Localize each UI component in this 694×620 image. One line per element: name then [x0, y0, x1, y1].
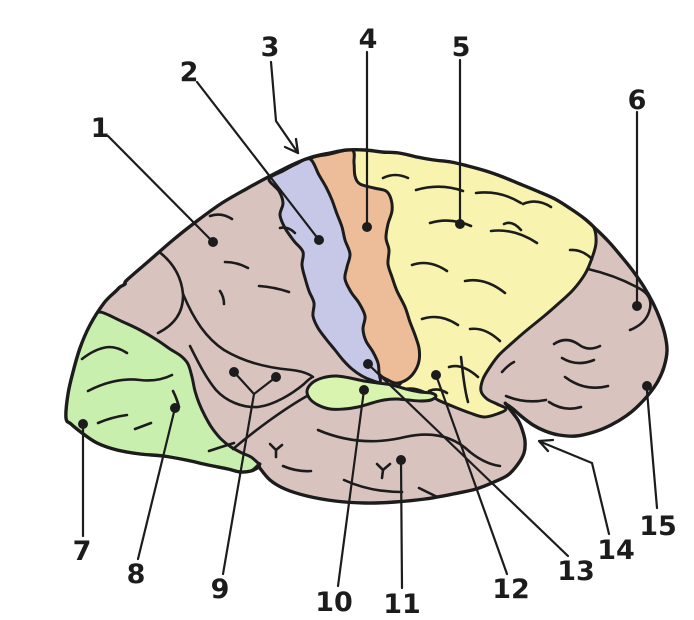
sulcus-line-20 [420, 315, 460, 327]
label-4: 4 [359, 24, 378, 55]
sulcus-line-2 [181, 292, 315, 379]
region-oval [305, 374, 438, 411]
sulcus-line-38 [80, 345, 129, 361]
sulcus-line-37 [375, 462, 392, 480]
sulcus-line-9 [231, 394, 309, 451]
label-1: 1 [91, 113, 110, 144]
label-2: 2 [180, 57, 199, 88]
sulcus-line-19 [568, 248, 594, 261]
dot-1 [208, 237, 218, 247]
leader-line-10 [336, 388, 366, 588]
dot-11 [396, 455, 406, 465]
leader-line-1 [106, 134, 215, 244]
dot-10 [359, 385, 369, 395]
sulcus-line-35 [281, 464, 313, 473]
sulcus-line-3 [223, 260, 250, 270]
sulcus-line-27 [552, 338, 602, 350]
brain-outline [64, 148, 669, 505]
dot-8 [170, 403, 180, 413]
leader-line-2 [195, 80, 321, 242]
sulcus-line-15 [410, 261, 449, 273]
sulcus-line-41 [133, 421, 153, 431]
sulcus-line-5 [218, 289, 226, 306]
label-11: 11 [383, 589, 421, 620]
arrowhead-3 [283, 137, 300, 155]
label-7: 7 [73, 536, 92, 567]
sulcus-line-43 [207, 441, 236, 453]
label-8: 8 [127, 559, 146, 590]
dot-9b [271, 372, 281, 382]
label-13: 13 [557, 556, 595, 587]
sulcus-line-6 [208, 213, 234, 221]
sulcus-line-4 [257, 284, 291, 294]
sulcus-line-13 [428, 219, 473, 228]
sulcus-line-31 [504, 394, 548, 403]
label-6: 6 [628, 85, 647, 116]
sulcus-line-28 [560, 356, 596, 365]
dot-12 [431, 370, 441, 380]
dot-15 [642, 381, 652, 391]
leader-line-12 [434, 373, 509, 576]
label-15: 15 [639, 511, 677, 542]
leader-line-13 [366, 362, 570, 558]
sulcus-line-10 [381, 173, 410, 180]
leader-line-3 [269, 60, 300, 155]
dot-2 [314, 235, 324, 245]
label-10: 10 [315, 587, 353, 618]
label-14: 14 [597, 535, 635, 566]
sulcus-line-36 [268, 442, 284, 459]
arrowheads [283, 137, 555, 453]
sulcus-line-7 [278, 226, 297, 235]
sulcus-line-24 [459, 355, 470, 404]
label-3: 3 [261, 32, 280, 63]
pointer-dots [78, 219, 652, 465]
label-numbers: 1 2 3 4 5 6 7 8 9 10 11 12 13 14 15 [73, 24, 677, 620]
sulcus-line-8 [188, 344, 313, 409]
sulcus-line-40 [96, 413, 129, 425]
sulcus-line-39 [86, 373, 174, 393]
dot-9a [229, 367, 239, 377]
dot-4 [362, 222, 372, 232]
sulcus-line-29 [563, 375, 610, 389]
sulcus-line-26 [500, 360, 516, 374]
sulcus-line-17 [521, 200, 553, 209]
sulcus-line-18 [502, 221, 523, 232]
sulcus-line-16 [463, 278, 507, 295]
label-9: 9 [211, 574, 230, 605]
sulcus-line-23 [427, 388, 449, 395]
label-5: 5 [452, 32, 471, 63]
leader-line-8 [136, 406, 177, 561]
label-12: 12 [492, 574, 530, 605]
leader-lines [81, 50, 659, 590]
dot-13 [363, 359, 373, 369]
sulcus-line-30 [547, 400, 583, 410]
leader-line-11 [399, 458, 404, 590]
arrowhead-14 [537, 438, 555, 453]
dot-7 [78, 419, 88, 429]
sulcus-line-33 [342, 478, 404, 494]
sulcus-line-14 [489, 229, 539, 245]
region-postcentral [267, 157, 382, 384]
dot-5 [455, 219, 465, 229]
leader-line-15 [645, 389, 659, 510]
dot-6 [632, 301, 642, 311]
leader-line-14 [539, 440, 611, 536]
sulcus-line-21 [468, 327, 502, 343]
sulcus-line-12 [474, 191, 523, 205]
